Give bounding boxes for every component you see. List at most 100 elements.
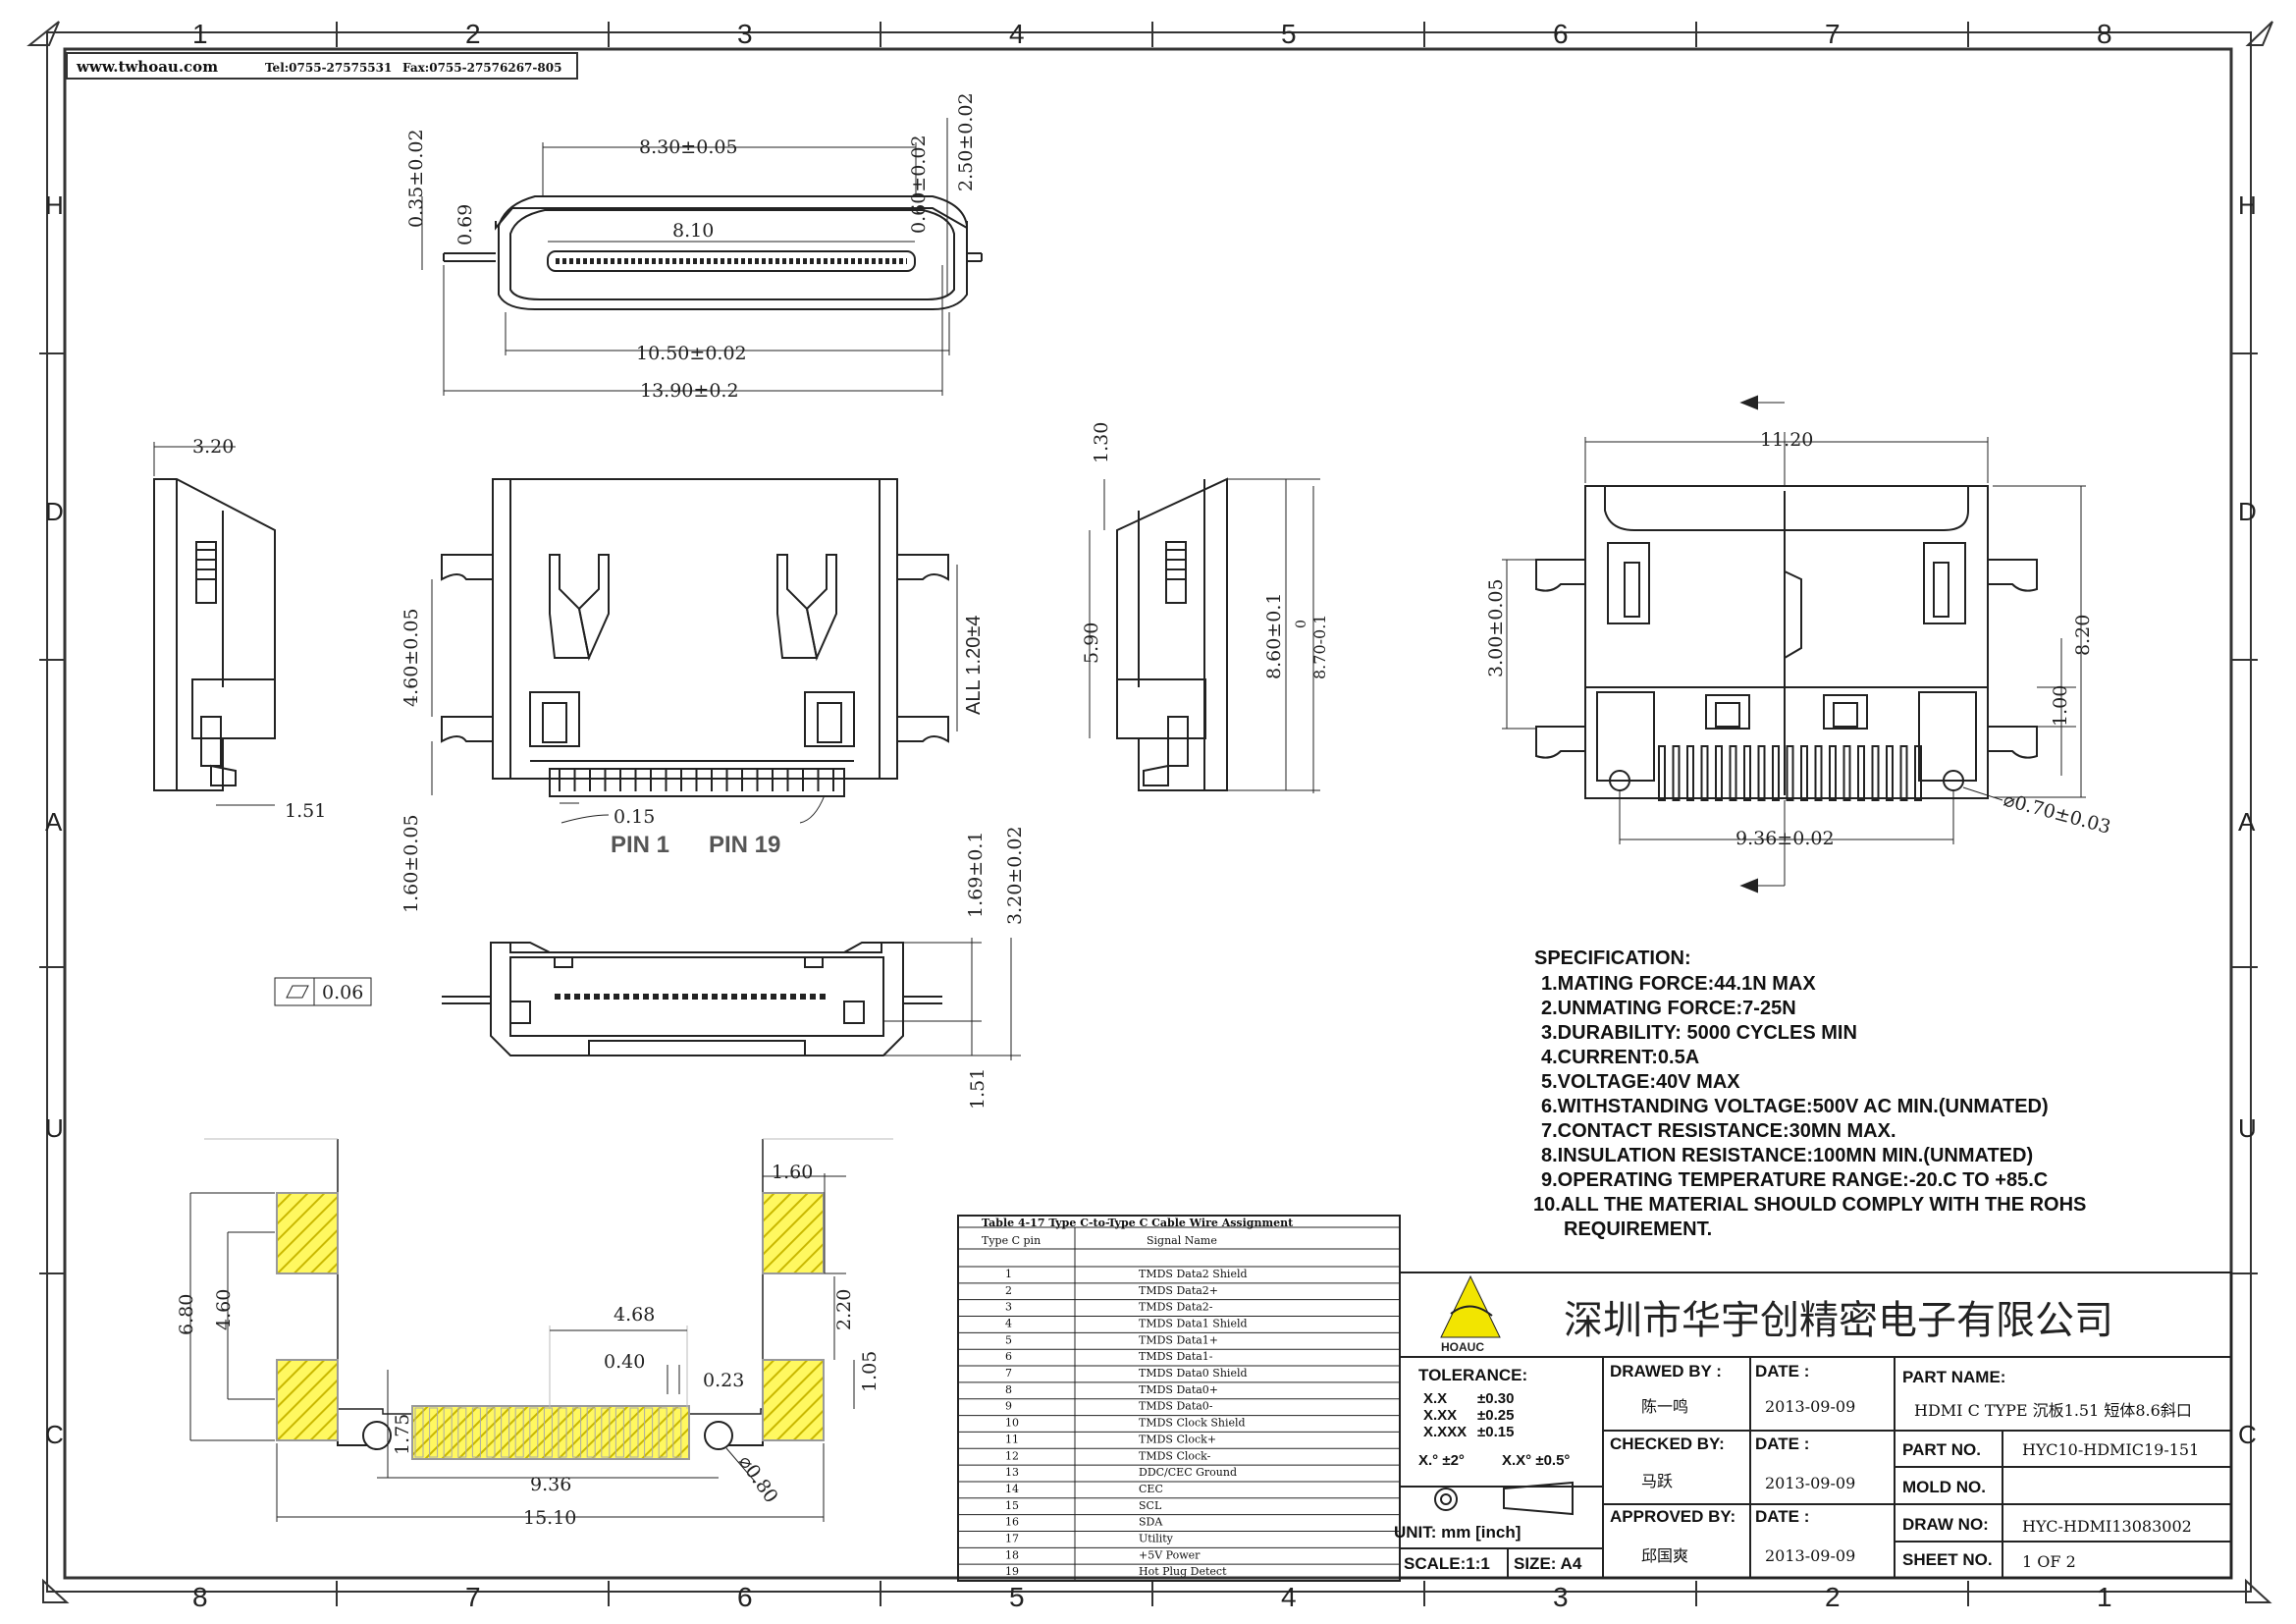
svg-text:1.51: 1.51: [285, 800, 326, 822]
pin1-label: PIN 1: [611, 832, 669, 858]
table-cell-pin: 10: [1005, 1417, 1019, 1430]
svg-text:PART NAME:: PART NAME:: [1902, 1368, 2005, 1386]
svg-text:DATE :: DATE :: [1755, 1362, 1809, 1380]
svg-text:10.ALL THE MATERIAL SHOULD COM: 10.ALL THE MATERIAL SHOULD COMPLY WITH T…: [1533, 1194, 2086, 1216]
pin19-label: PIN 19: [709, 832, 780, 858]
underside-pin: [1757, 745, 1766, 801]
svg-text:4: 4: [1009, 19, 1025, 49]
svg-text:0.15: 0.15: [614, 806, 655, 828]
left-side-view: [153, 442, 276, 806]
table-cell-signal: TMDS Data1 Shield: [1139, 1318, 1248, 1330]
svg-text:HDMI C TYPE 沉板1.51 短体8.6斜口: HDMI C TYPE 沉板1.51 短体8.6斜口: [1914, 1401, 2192, 1420]
svg-text:X.X: X.X: [1423, 1390, 1447, 1407]
svg-text:H: H: [2238, 190, 2257, 220]
svg-text:3.20: 3.20: [192, 436, 234, 458]
svg-text:0.23: 0.23: [703, 1370, 744, 1391]
svg-text:Signal Name: Signal Name: [1147, 1234, 1217, 1247]
table-cell-pin: 15: [1005, 1499, 1019, 1512]
svg-text:HYC10-HDMIC19-151: HYC10-HDMIC19-151: [2022, 1440, 2199, 1459]
footprint-pad: [614, 1407, 624, 1458]
footprint-pad: [658, 1407, 667, 1458]
underside-pin: [1842, 745, 1851, 801]
table-cell-signal: TMDS Data0-: [1139, 1400, 1213, 1413]
footprint-pad: [457, 1407, 467, 1458]
front-view: [441, 478, 949, 797]
svg-text:U: U: [2238, 1113, 2257, 1143]
svg-text:10.50±0.02: 10.50±0.02: [636, 343, 747, 364]
svg-text:9.OPERATING TEMPERATURE RANGE:: 9.OPERATING TEMPERATURE RANGE:-20.C TO +…: [1541, 1169, 2048, 1191]
company-name: 深圳市华宇创精密电子有限公司: [1564, 1298, 2113, 1343]
header-box: [66, 52, 578, 80]
svg-text:DATE :: DATE :: [1755, 1435, 1809, 1453]
svg-text:DATE :: DATE :: [1755, 1507, 1809, 1526]
svg-text:6: 6: [737, 1582, 753, 1612]
svg-text:DRAWED BY :: DRAWED BY :: [1610, 1362, 1722, 1380]
svg-text:8: 8: [192, 1582, 208, 1612]
svg-text:5.90: 5.90: [1081, 623, 1102, 664]
underside-pin: [1814, 745, 1823, 801]
svg-text:SIZE: A4: SIZE: A4: [1514, 1554, 1582, 1573]
front-view-dim-lines: [431, 565, 958, 824]
svg-text:SPECIFICATION:: SPECIFICATION:: [1534, 947, 1691, 969]
svg-text:⌀0.80: ⌀0.80: [734, 1451, 782, 1507]
svg-text:C: C: [2238, 1420, 2257, 1449]
front-view-pins: [559, 769, 834, 791]
svg-text:1 OF 2: 1 OF 2: [2022, 1552, 2076, 1571]
svg-text:5: 5: [1009, 1582, 1025, 1612]
underside-pin: [1914, 745, 1922, 801]
svg-text:±0.25: ±0.25: [1477, 1407, 1514, 1424]
svg-text:APPROVED BY:: APPROVED BY:: [1610, 1507, 1735, 1526]
underside-pin: [1715, 745, 1723, 801]
footprint-pad: [601, 1407, 611, 1458]
footprint-pad: [543, 1407, 553, 1458]
svg-text:7.CONTACT RESISTANCE:30MN MAX.: 7.CONTACT RESISTANCE:30MN MAX.: [1541, 1120, 1896, 1142]
table-cell-pin: 18: [1005, 1548, 1019, 1561]
svg-text:8.30±0.05: 8.30±0.05: [639, 136, 738, 158]
underside-pin: [1800, 745, 1808, 801]
svg-text:4.60: 4.60: [213, 1289, 235, 1330]
table-cell-signal: SCL: [1139, 1499, 1162, 1512]
svg-text:9.36: 9.36: [530, 1474, 571, 1495]
company-logo: HOAUC: [1440, 1274, 1501, 1354]
table-cell-pin: 12: [1005, 1449, 1019, 1462]
svg-text:D: D: [45, 497, 64, 526]
svg-text:UNIT: mm [inch]: UNIT: mm [inch]: [1394, 1523, 1521, 1542]
svg-text:2013-09-09: 2013-09-09: [1765, 1546, 1855, 1565]
table-cell-signal: TMDS Data0 Shield: [1139, 1367, 1248, 1380]
table-cell-pin: 5: [1005, 1333, 1012, 1346]
svg-text:Table 4-17 Type C-to-Type C Ca: Table 4-17 Type C-to-Type C Cable Wire A…: [982, 1217, 1294, 1229]
svg-text:SCALE:1:1: SCALE:1:1: [1404, 1554, 1490, 1573]
table-cell-signal: CEC: [1139, 1483, 1163, 1495]
footprint-pads: [414, 1407, 682, 1458]
underside-pin: [1772, 745, 1780, 801]
underside-pin: [1672, 745, 1681, 801]
svg-text:Type C pin: Type C pin: [982, 1234, 1041, 1247]
underside-pin: [1899, 745, 1908, 801]
table-cell-pin: 6: [1005, 1350, 1012, 1363]
corner-arrow-bl: [42, 1578, 70, 1603]
svg-text:5: 5: [1281, 19, 1297, 49]
tel-text: Tel:0755-27575531: [265, 61, 392, 75]
svg-text:A: A: [45, 807, 63, 837]
footprint-pad: [586, 1407, 596, 1458]
title-block-text: TOLERANCE: X.X ±0.30 X.XX ±0.25 X.XXX ±0…: [1394, 1362, 2199, 1573]
table-cell-pin: 7: [1005, 1367, 1012, 1380]
website-link[interactable]: www.twhoau.com: [76, 58, 218, 76]
svg-text:0.60±0.02: 0.60±0.02: [908, 135, 930, 234]
svg-text:11.20: 11.20: [1760, 429, 1813, 451]
underside-pin: [1729, 745, 1737, 801]
svg-text:±0.15: ±0.15: [1477, 1424, 1514, 1440]
title-block: [1399, 1272, 2232, 1579]
svg-text:2.20: 2.20: [833, 1289, 855, 1330]
footprint-pad: [414, 1407, 424, 1458]
svg-text:2.UNMATING FORCE:7-25N: 2.UNMATING FORCE:7-25N: [1541, 998, 1796, 1019]
svg-text:1: 1: [2097, 1582, 2112, 1612]
svg-text:3: 3: [737, 19, 753, 49]
table-cell-pin: 14: [1005, 1483, 1019, 1495]
table-cell-signal: SDA: [1139, 1516, 1163, 1529]
grid-numbers-bottom: 8 7 6 5 4 3 2 1: [192, 1582, 2112, 1612]
svg-text:±0.30: ±0.30: [1477, 1390, 1514, 1407]
svg-text:1.51: 1.51: [967, 1068, 988, 1110]
svg-text:3.20±0.02: 3.20±0.02: [1004, 826, 1026, 925]
